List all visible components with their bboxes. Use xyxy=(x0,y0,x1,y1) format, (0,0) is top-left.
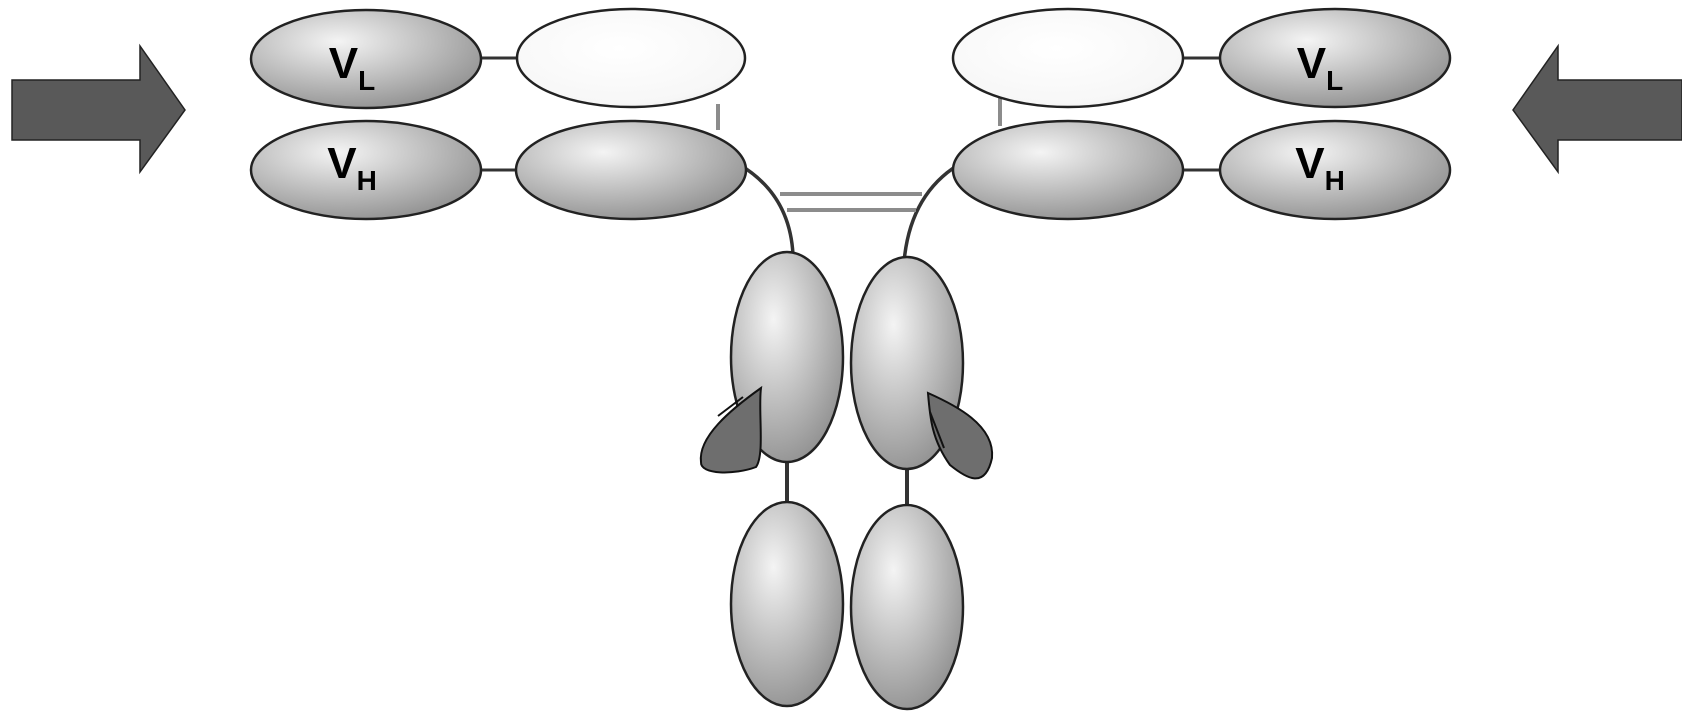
vh-label-right-sub: H xyxy=(1325,165,1345,196)
arrow-right-icon xyxy=(11,43,186,175)
ch1-domain-left xyxy=(514,119,748,221)
vl-label-left-sub: L xyxy=(358,65,375,96)
vl-label-left: VL xyxy=(329,39,375,96)
domain-linkers xyxy=(480,56,1220,505)
vh-label-left-sub: H xyxy=(357,165,377,196)
glycan-left xyxy=(699,385,763,474)
ch3-domain-right xyxy=(849,503,965,711)
vh-label-right: VH xyxy=(1295,139,1345,196)
vl-domain-left xyxy=(249,8,483,110)
arrow-left-icon xyxy=(1512,43,1682,175)
vl-label-right: VL xyxy=(1297,39,1343,96)
vh-label-left: VH xyxy=(327,139,377,196)
vl-label-right-sub: L xyxy=(1326,65,1343,96)
cl-domain-left xyxy=(515,7,747,109)
hinge-region xyxy=(716,96,1002,263)
vh-label-right-main: V xyxy=(1295,139,1325,188)
glycan-right-stem xyxy=(929,411,945,449)
ch1-domain-right xyxy=(951,119,1185,221)
cl-domain-right xyxy=(951,7,1185,109)
vh-domain-right xyxy=(1218,119,1452,221)
glycan-left-stem xyxy=(717,396,744,417)
glycan-right xyxy=(926,391,994,480)
vh-label-left-main: V xyxy=(327,139,357,188)
hinge-link-right xyxy=(902,163,959,263)
vl-label-right-main: V xyxy=(1297,39,1327,88)
vl-label-left-main: V xyxy=(329,39,359,88)
vh-domain-left xyxy=(249,119,483,221)
vl-domain-right xyxy=(1218,7,1452,109)
ch3-domain-left xyxy=(729,500,845,708)
hinge-link-left xyxy=(739,163,795,256)
